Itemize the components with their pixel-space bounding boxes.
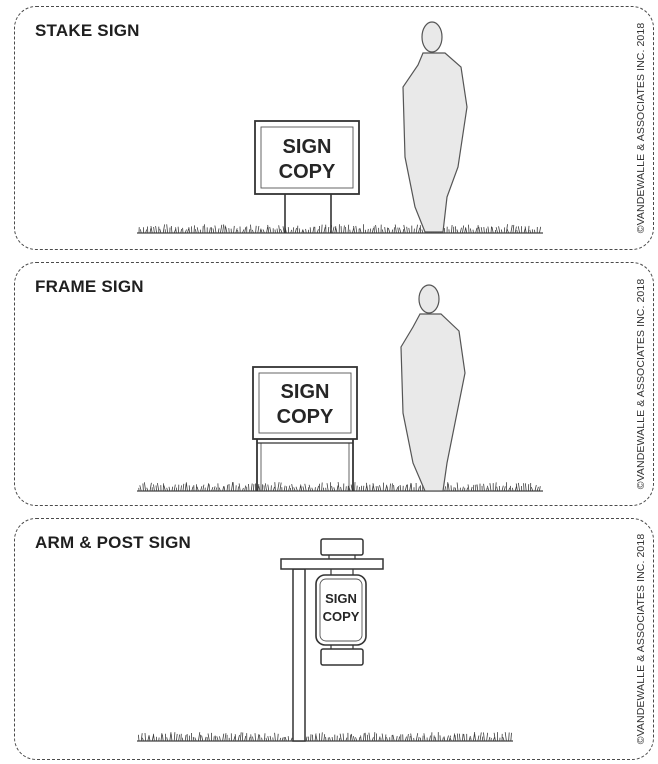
sign-copy-line-1: SIGN (283, 136, 332, 158)
arm-post-sign-illustration: SIGN COPY (137, 538, 513, 742)
stake-sign-panel: STAKE SIGN SIGN COPY ©VANDEWALLE & ASSOC… (14, 6, 654, 250)
panel-title: ARM & POST SIGN (35, 533, 192, 552)
sign-copy-line-2: COPY (279, 161, 336, 183)
grass (138, 482, 541, 492)
frame-sign-illustration: SIGN COPY (137, 284, 543, 492)
copyright-note: ©VANDEWALLE & ASSOCIATES INC. 2018 (635, 533, 647, 745)
bottom-cap (320, 648, 364, 666)
arm-post-sign-panel: ARM & POST SIGN SIGN COPY (14, 518, 654, 760)
panel-title: STAKE SIGN (35, 21, 140, 40)
grass-tufts (138, 732, 512, 742)
sign-copy-line-2: COPY (323, 609, 360, 624)
sign-post (292, 568, 306, 742)
grass (138, 224, 542, 234)
stake-sign-illustration: SIGN COPY (137, 21, 543, 234)
sign-board: SIGN COPY (254, 120, 360, 195)
sign-copy-line-2: COPY (277, 406, 334, 428)
sign-board: SIGN COPY (252, 366, 358, 440)
sign-board: SIGN COPY (315, 574, 367, 646)
grass-tufts (138, 482, 541, 492)
human-figure (402, 21, 468, 233)
sign-frame (256, 439, 354, 491)
sign-copy-line-1: SIGN (325, 591, 357, 606)
sign-arm (280, 558, 384, 570)
panel-title: FRAME SIGN (35, 277, 144, 296)
grass (138, 732, 512, 742)
copyright-note: ©VANDEWALLE & ASSOCIATES INC. 2018 (635, 22, 647, 234)
arm-cap (320, 538, 364, 559)
sign-copy-line-1: SIGN (281, 381, 330, 403)
copyright-note: ©VANDEWALLE & ASSOCIATES INC. 2018 (635, 278, 647, 490)
grass-tufts (138, 224, 542, 234)
human-figure (400, 284, 466, 492)
frame-sign-panel: FRAME SIGN SIGN COPY ©VANDEWALLE & ASSOC… (14, 262, 654, 506)
